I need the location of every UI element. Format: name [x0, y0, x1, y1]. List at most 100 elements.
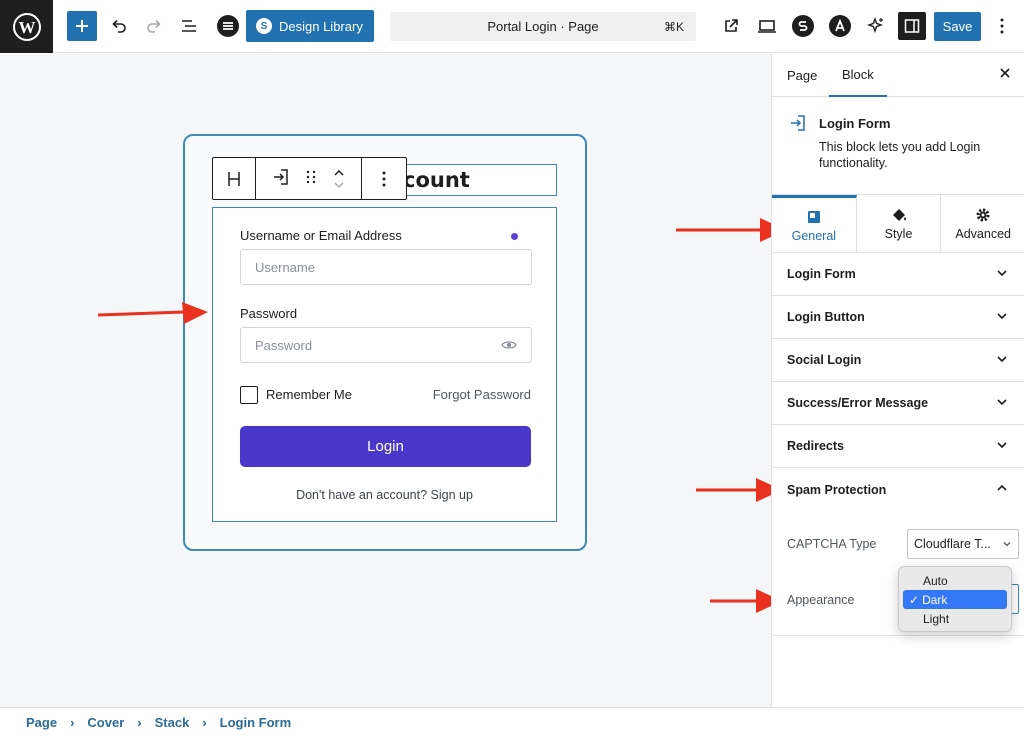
tab-advanced-label: Advanced: [955, 227, 1011, 241]
appearance-option-auto[interactable]: Auto: [923, 573, 948, 588]
tab-page[interactable]: Page: [787, 68, 818, 83]
move-up-icon[interactable]: [333, 169, 345, 177]
password-input[interactable]: Password: [240, 327, 532, 363]
appearance-dropdown-menu: Auto ✓ Dark Light: [898, 566, 1012, 632]
document-overview-button[interactable]: [174, 11, 204, 41]
login-icon: [791, 115, 805, 131]
paint-bucket-icon: [892, 209, 906, 221]
chevron-down-icon: [997, 399, 1007, 406]
document-title: Portal Login · Page: [487, 19, 599, 34]
layout-icon: [807, 210, 820, 223]
command-shortcut: ⌘K: [663, 19, 684, 34]
tab-advanced[interactable]: Advanced: [941, 195, 1024, 252]
spectra-logo-icon[interactable]: [217, 15, 239, 37]
panel-redirects[interactable]: Redirects: [772, 425, 1024, 468]
tab-block[interactable]: Block: [829, 54, 887, 97]
tab-general[interactable]: General: [772, 195, 857, 252]
design-library-button[interactable]: S Design Library: [246, 10, 374, 42]
block-mover[interactable]: [333, 169, 345, 189]
breadcrumb-stack[interactable]: Stack: [154, 714, 190, 730]
appearance-option-dark[interactable]: ✓ Dark: [903, 590, 1007, 609]
login-button[interactable]: Login: [240, 426, 531, 467]
annotation-arrow: [696, 478, 782, 502]
panel-label: Social Login: [787, 353, 862, 367]
undo-icon: [112, 19, 126, 33]
login-icon: [274, 169, 288, 185]
panel-login-form[interactable]: Login Form: [772, 253, 1024, 296]
panel-label: Redirects: [787, 439, 844, 453]
password-label: Password: [240, 306, 298, 321]
block-options-button[interactable]: [362, 158, 406, 199]
chevron-down-icon: [997, 442, 1007, 449]
breadcrumb-page[interactable]: Page: [26, 714, 58, 730]
captcha-type-value: Cloudflare T...: [914, 537, 991, 551]
settings-sidebar-toggle[interactable]: [898, 12, 926, 40]
wordpress-logo-icon[interactable]: W: [0, 0, 53, 53]
block-description: This block lets you add Login functional…: [819, 140, 981, 170]
sidebar-tabs: Page Block: [772, 54, 1024, 97]
divider: [772, 635, 1024, 636]
save-button[interactable]: Save: [934, 12, 981, 41]
captcha-type-label: CAPTCHA Type: [787, 537, 877, 551]
chevron-down-icon: [1003, 542, 1011, 547]
select-parent-button[interactable]: [213, 158, 256, 199]
list-view-icon: [182, 20, 196, 32]
panel-label: Login Button: [787, 310, 865, 324]
undo-button[interactable]: [104, 11, 134, 41]
login-form-block[interactable]: Username or Email Address Username Passw…: [212, 207, 557, 522]
block-type-button[interactable]: [272, 168, 290, 189]
block-title: Login Form: [819, 116, 891, 131]
design-library-label: Design Library: [279, 18, 363, 34]
editor-top-toolbar: W S Design Library Portal Login · Page ⌘…: [0, 0, 1024, 53]
options-button[interactable]: [992, 14, 1012, 38]
close-icon: [1000, 68, 1010, 78]
external-link-icon: [725, 19, 738, 32]
tab-style[interactable]: Style: [857, 195, 942, 252]
stack-parent-icon: [228, 171, 240, 186]
stackable-logo-icon[interactable]: [792, 15, 814, 37]
desktop-icon: [758, 20, 776, 33]
appearance-option-light[interactable]: Light: [923, 611, 950, 626]
astra-logo-icon[interactable]: [829, 15, 851, 37]
preview-device-button[interactable]: [752, 11, 782, 41]
ai-assistant-button[interactable]: [861, 11, 891, 41]
command-palette-bar[interactable]: Portal Login · Page ⌘K: [390, 12, 696, 41]
chevron-right-icon: ›: [137, 714, 142, 730]
appearance-label: Appearance: [787, 593, 855, 607]
close-sidebar-button[interactable]: [999, 66, 1011, 84]
username-input[interactable]: Username: [240, 249, 532, 285]
chevron-down-icon: [997, 356, 1007, 363]
redo-button[interactable]: [139, 11, 169, 41]
tab-style-label: Style: [884, 227, 913, 241]
move-down-icon[interactable]: [333, 181, 345, 189]
add-block-button[interactable]: [67, 11, 97, 41]
forgot-password-link[interactable]: Forgot Password: [432, 387, 531, 402]
panel-social-login[interactable]: Social Login: [772, 339, 1024, 382]
breadcrumb-login-form[interactable]: Login Form: [219, 714, 292, 730]
eye-icon[interactable]: [501, 338, 517, 352]
appearance-option-dark-label: Dark: [922, 592, 948, 607]
panel-label: Login Form: [787, 267, 856, 281]
username-label: Username or Email Address: [240, 228, 402, 243]
signup-text[interactable]: Don't have an account? Sign up: [296, 488, 473, 502]
plus-icon: [76, 20, 88, 32]
sparkles-icon: [866, 16, 884, 34]
block-card: Login Form This block lets you add Login…: [772, 97, 1024, 195]
captcha-type-select[interactable]: Cloudflare T...: [907, 529, 1019, 559]
remember-me-checkbox[interactable]: [240, 386, 258, 404]
indicator-dot: [511, 233, 518, 240]
annotation-arrow: [710, 589, 782, 613]
panel-spam-protection[interactable]: Spam Protection: [772, 468, 1024, 511]
panel-login-button[interactable]: Login Button: [772, 296, 1024, 339]
checkmark-icon: ✓: [909, 592, 920, 607]
drag-handle[interactable]: [306, 169, 316, 188]
chevron-down-icon: [997, 313, 1007, 320]
breadcrumb-cover[interactable]: Cover: [87, 714, 125, 730]
panel-success-error-message[interactable]: Success/Error Message: [772, 382, 1024, 425]
chevron-up-icon: [997, 484, 1007, 491]
drag-handle-icon: [307, 170, 316, 184]
view-page-button[interactable]: [716, 11, 746, 41]
svg-text:W: W: [18, 18, 35, 37]
more-vertical-icon: [1000, 18, 1004, 34]
design-library-icon: S: [256, 18, 272, 34]
